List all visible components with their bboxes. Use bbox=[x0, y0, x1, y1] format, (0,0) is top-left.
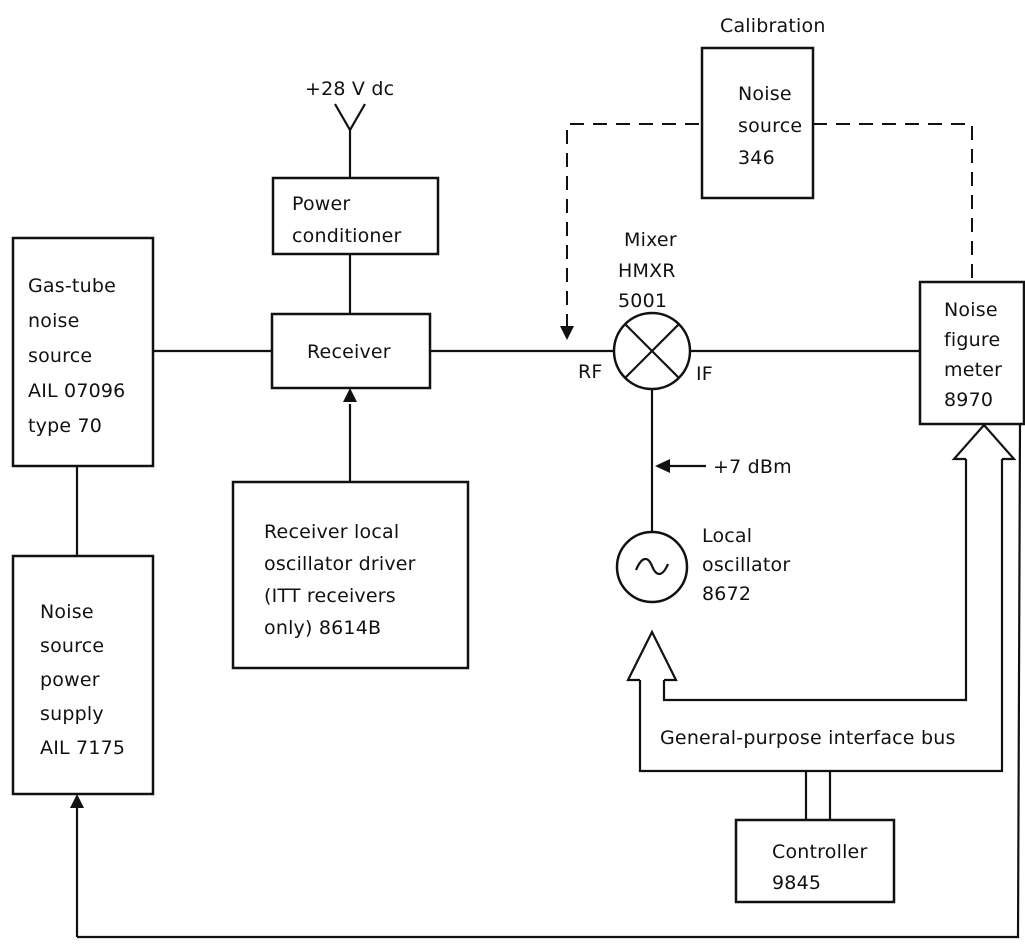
antenna-y-icon bbox=[334, 103, 366, 133]
calibration-label: Calibration bbox=[720, 15, 826, 37]
local-osc-line-1: Local bbox=[702, 525, 752, 547]
ns-power-line-2: source bbox=[40, 635, 104, 657]
signal-lines bbox=[75, 130, 1022, 939]
nf-meter-line-1: Noise bbox=[944, 299, 998, 321]
cal-noise-line-2: source bbox=[738, 115, 802, 137]
arrows bbox=[70, 326, 706, 937]
gas-tube-line-1: Gas-tube bbox=[28, 275, 116, 297]
receiver-block bbox=[270, 312, 432, 390]
noise-source-power-supply-block bbox=[11, 554, 155, 796]
calibration-path bbox=[566, 123, 973, 328]
mixer-cross-circle-icon bbox=[612, 311, 692, 391]
noise-figure-meter-block bbox=[918, 280, 1025, 426]
gas-tube-line-3: source bbox=[28, 345, 92, 367]
controller-line-1: Controller bbox=[772, 841, 867, 863]
ns-power-line-3: power bbox=[40, 669, 100, 691]
cal-noise-line-1: Noise bbox=[738, 83, 792, 105]
receiver-lo-driver-block bbox=[231, 480, 470, 670]
nf-meter-line-4: 8970 bbox=[944, 389, 993, 411]
power-conditioner-line-1: Power bbox=[292, 193, 350, 215]
nf-meter-line-2: figure bbox=[944, 329, 1000, 351]
gas-tube-line-2: noise bbox=[28, 310, 80, 332]
power-conditioner-block bbox=[271, 176, 440, 256]
lo-level-label: +7 dBm bbox=[713, 456, 792, 478]
ns-power-line-1: Noise bbox=[40, 601, 94, 623]
lo-driver-line-2: oscillator driver bbox=[264, 553, 416, 575]
local-osc-line-2: oscillator bbox=[702, 554, 790, 576]
controller-line-2: 9845 bbox=[772, 872, 821, 894]
lo-driver-line-3: (ITT receivers bbox=[264, 585, 396, 607]
local-osc-line-3: 8672 bbox=[702, 583, 751, 605]
mixer-line-2: HMXR bbox=[618, 260, 676, 282]
supply-label: +28 V dc bbox=[305, 78, 394, 100]
ns-power-line-4: supply bbox=[40, 703, 104, 725]
gas-tube-line-4: AIL 07096 bbox=[28, 380, 125, 402]
lo-driver-line-1: Receiver local bbox=[264, 521, 399, 543]
gas-tube-noise-source-block bbox=[11, 236, 155, 468]
block-labels: +28 V dc Calibration Gas-tube noise sour… bbox=[28, 15, 1002, 894]
nf-meter-line-3: meter bbox=[944, 359, 1002, 381]
ns-power-line-5: AIL 7175 bbox=[40, 737, 125, 759]
calibration-noise-source-block bbox=[700, 46, 815, 200]
rf-port-label: RF bbox=[578, 361, 603, 383]
cal-noise-line-3: 346 bbox=[738, 147, 775, 169]
power-conditioner-line-2: conditioner bbox=[292, 225, 402, 247]
sine-wave-circle-icon bbox=[615, 530, 689, 604]
controller-block bbox=[734, 818, 896, 904]
mixer-line-1: Mixer bbox=[624, 229, 677, 251]
receiver-label: Receiver bbox=[307, 341, 391, 363]
bus-label: General-purpose interface bus bbox=[660, 727, 956, 749]
lo-driver-line-4: only) 8614B bbox=[264, 617, 381, 639]
gas-tube-line-5: type 70 bbox=[28, 415, 102, 437]
interface-bus bbox=[626, 423, 1017, 820]
mixer-line-3: 5001 bbox=[618, 290, 667, 312]
if-port-label: IF bbox=[696, 363, 713, 385]
